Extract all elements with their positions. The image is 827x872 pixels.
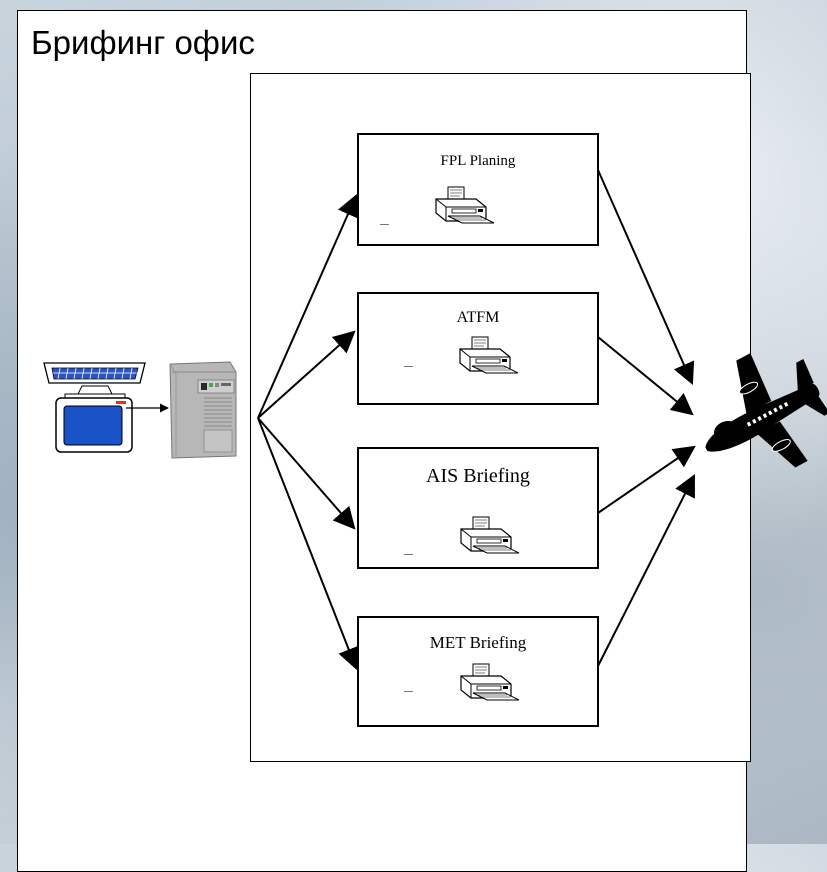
page-title: Брифинг офис	[31, 24, 255, 61]
computer-monitor-keyboard-icon	[43, 362, 146, 453]
printer-icon	[460, 516, 520, 554]
airplane-icon	[705, 353, 827, 468]
service-box-fpl-planning: FPL Planing	[357, 133, 599, 246]
service-label: ATFM	[456, 309, 500, 326]
diagram-overlay	[43, 169, 827, 701]
printer-icon	[460, 663, 520, 701]
tower-server-icon	[169, 361, 237, 459]
tick-mark	[380, 224, 389, 225]
fan-out-arrows	[257, 193, 360, 671]
tick-mark	[404, 691, 413, 692]
service-label: MET Briefing	[429, 633, 527, 652]
service-label: AIS Briefing	[426, 465, 530, 487]
tick-mark	[404, 554, 413, 555]
service-label: FPL Planing	[440, 153, 516, 169]
converging-arrows	[597, 169, 696, 667]
printer-icon	[435, 186, 495, 224]
tick-mark	[404, 366, 413, 367]
printer-icon	[459, 336, 519, 374]
